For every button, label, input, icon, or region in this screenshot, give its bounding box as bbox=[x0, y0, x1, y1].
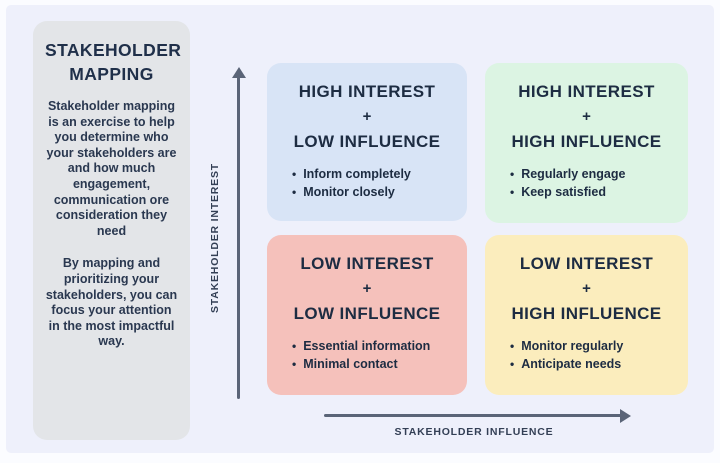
bullet-text: Essential information bbox=[303, 339, 431, 353]
quadrant-title-line1: LOW INTEREST bbox=[300, 254, 434, 273]
bullet-dot-icon: • bbox=[292, 356, 297, 371]
quadrant-title-line2: HIGH INFLUENCE bbox=[511, 132, 662, 151]
bullet-dot-icon: • bbox=[510, 339, 515, 353]
quadrant-title-line1: HIGH INTEREST bbox=[518, 82, 655, 101]
infographic-canvas: STAKEHOLDER MAPPING Stakeholder mapping … bbox=[6, 5, 714, 453]
bullet-dot-icon: • bbox=[292, 339, 297, 353]
quadrant-high-interest-low-influence: HIGH INTEREST + LOW INFLUENCE • Inform c… bbox=[267, 63, 467, 221]
bullet-item: • Essential information bbox=[292, 338, 467, 356]
bullet-list: • Monitor regularly • Anticipate needs bbox=[485, 338, 688, 373]
bullet-text: Anticipate needs bbox=[521, 356, 622, 371]
y-axis-label: STAKEHOLDER INTEREST bbox=[209, 163, 221, 313]
quadrant-title-line2: HIGH INFLUENCE bbox=[511, 304, 662, 323]
bullet-item: • Keep satisfied bbox=[510, 184, 688, 202]
bullet-dot-icon: • bbox=[292, 184, 297, 199]
bullet-item: • Regularly engage bbox=[510, 166, 688, 184]
quadrant-plus-sign: + bbox=[362, 280, 372, 297]
bullet-list: • Inform completely • Monitor closely bbox=[267, 166, 467, 201]
bullet-dot-icon: • bbox=[510, 356, 515, 371]
bullet-text: Regularly engage bbox=[521, 167, 626, 181]
sidebar-description-2: By mapping and prioritizing your stakeho… bbox=[45, 256, 178, 349]
quadrant-title-line1: HIGH INTEREST bbox=[298, 82, 436, 101]
bullet-dot-icon: • bbox=[292, 167, 297, 181]
sidebar-description-1: Stakeholder mapping is an exercise to he… bbox=[46, 99, 177, 238]
sidebar-panel: STAKEHOLDER MAPPING Stakeholder mapping … bbox=[33, 21, 190, 440]
bullet-dot-icon: • bbox=[510, 184, 515, 199]
bullet-dot-icon: • bbox=[510, 167, 515, 181]
bullet-list: • Essential information • Minimal contac… bbox=[267, 338, 467, 373]
bullet-item: • Inform completely bbox=[292, 166, 467, 184]
bullet-text: Monitor closely bbox=[303, 184, 395, 199]
quadrant-title-line2: LOW INFLUENCE bbox=[293, 132, 441, 151]
quadrant-low-interest-high-influence: LOW INTEREST + HIGH INFLUENCE • Monitor … bbox=[485, 235, 688, 395]
sidebar-title: STAKEHOLDER MAPPING bbox=[45, 40, 182, 84]
bullet-list: • Regularly engage • Keep satisfied bbox=[485, 166, 688, 201]
bullet-text: Monitor regularly bbox=[521, 339, 624, 353]
arrow-right-icon bbox=[620, 409, 631, 423]
bullet-item: • Minimal contact bbox=[292, 356, 467, 374]
bullet-item: • Monitor regularly bbox=[510, 338, 688, 356]
bullet-item: • Monitor closely bbox=[292, 184, 467, 202]
bullet-text: Minimal contact bbox=[303, 356, 398, 371]
bullet-text: Inform completely bbox=[303, 167, 411, 181]
bullet-item: • Anticipate needs bbox=[510, 356, 688, 374]
quadrant-low-interest-low-influence: LOW INTEREST + LOW INFLUENCE • Essential… bbox=[267, 235, 467, 395]
quadrant-high-interest-high-influence: HIGH INTEREST + HIGH INFLUENCE • Regular… bbox=[485, 63, 688, 223]
quadrant-title-line1: LOW INTEREST bbox=[519, 254, 654, 273]
quadrant-plus-sign: + bbox=[582, 108, 591, 125]
x-axis-label: STAKEHOLDER INFLUENCE bbox=[394, 426, 554, 438]
quadrant-title-line2: LOW INFLUENCE bbox=[293, 304, 441, 323]
quadrant-plus-sign: + bbox=[362, 108, 372, 125]
y-axis-line bbox=[237, 77, 240, 399]
bullet-text: Keep satisfied bbox=[521, 184, 606, 199]
arrow-up-icon bbox=[231, 67, 246, 78]
x-axis-line bbox=[324, 414, 622, 417]
quadrant-plus-sign: + bbox=[582, 280, 591, 297]
